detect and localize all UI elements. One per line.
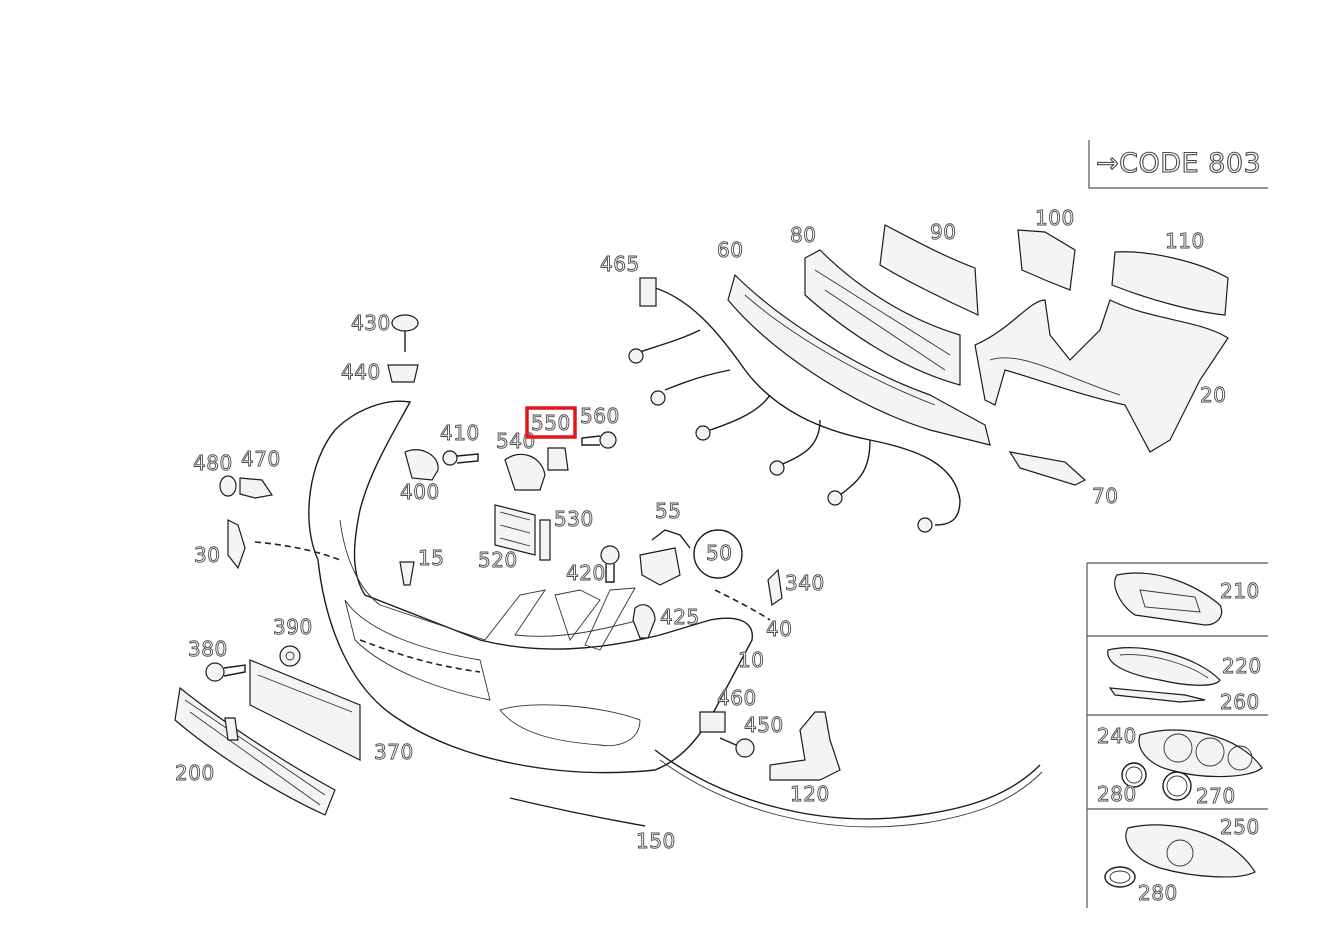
- part-280-ring-b: [1104, 866, 1136, 888]
- highlight-box-550: [525, 406, 577, 439]
- part-530-bracket: [539, 519, 551, 561]
- label-20[interactable]: 20: [1200, 383, 1227, 408]
- label-470[interactable]: 470: [241, 447, 281, 472]
- part-430-screw: [391, 314, 419, 352]
- part-55-bracket: [651, 529, 691, 549]
- part-100-bracket: [1017, 229, 1076, 291]
- label-220[interactable]: 220: [1222, 654, 1262, 679]
- label-40[interactable]: 40: [766, 617, 793, 642]
- part-270-ring: [1162, 771, 1192, 801]
- label-440[interactable]: 440: [341, 360, 381, 385]
- label-100[interactable]: 100: [1035, 206, 1075, 231]
- label-560[interactable]: 560: [580, 404, 620, 429]
- label-210[interactable]: 210: [1220, 579, 1260, 604]
- label-120[interactable]: 120: [790, 782, 830, 807]
- label-200[interactable]: 200: [175, 761, 215, 786]
- label-15[interactable]: 15: [418, 546, 445, 571]
- part-120-molding: [654, 749, 1043, 828]
- part-220-grille: [1107, 647, 1221, 686]
- part-425-clip: [632, 604, 656, 639]
- label-460[interactable]: 460: [717, 686, 757, 711]
- part-340-clip: [767, 568, 783, 607]
- part-50-bracket: [639, 547, 681, 586]
- label-150[interactable]: 150: [636, 829, 676, 854]
- part-410-bolt: [442, 450, 479, 466]
- label-430[interactable]: 430: [351, 311, 391, 336]
- part-520-module: [494, 504, 536, 556]
- code-803-label: →CODE 803: [1096, 148, 1261, 179]
- part-150-trim-strip: [509, 797, 646, 827]
- part-540-sensor: [504, 453, 546, 491]
- label-420[interactable]: 420: [566, 561, 606, 586]
- part-30-bracket: [227, 519, 246, 570]
- part-390-nut: [279, 645, 301, 667]
- part-450-bolt: [719, 737, 755, 758]
- part-480-grommet: [219, 475, 237, 497]
- part-460-clip: [699, 711, 726, 733]
- part-470-sensor: [239, 477, 274, 499]
- label-480[interactable]: 480: [193, 451, 233, 476]
- part-250-grille: [1125, 824, 1256, 878]
- label-410[interactable]: 410: [440, 421, 480, 446]
- part-210-fog-cover: [1114, 572, 1223, 626]
- part-120-bracket: [769, 711, 841, 781]
- part-380-bolt: [205, 662, 246, 682]
- part-15-clip: [399, 561, 415, 586]
- variant-panels: [1086, 562, 1268, 908]
- label-50[interactable]: 50: [706, 541, 733, 566]
- label-380[interactable]: 380: [188, 637, 228, 662]
- label-60[interactable]: 60: [717, 238, 744, 263]
- part-440-clip: [387, 364, 419, 383]
- label-520[interactable]: 520: [478, 548, 518, 573]
- part-240-housing: [1138, 729, 1263, 778]
- part-70-bracket: [1008, 451, 1087, 486]
- part-50-callout-circle: [693, 529, 743, 579]
- part-280-ring-a: [1121, 762, 1147, 788]
- part-465-wiring-harness: [628, 277, 961, 533]
- label-80[interactable]: 80: [790, 223, 817, 248]
- label-110[interactable]: 110: [1165, 229, 1205, 254]
- label-450[interactable]: 450: [744, 713, 784, 738]
- label-425[interactable]: 425: [660, 605, 700, 630]
- label-530[interactable]: 530: [554, 507, 594, 532]
- part-40-trim: [254, 541, 771, 621]
- label-30[interactable]: 30: [194, 543, 221, 568]
- part-80-carrier: [804, 249, 961, 386]
- label-240[interactable]: 240: [1097, 724, 1137, 749]
- part-550-clip: [547, 447, 569, 471]
- label-260[interactable]: 260: [1220, 690, 1260, 715]
- part-560-bolt: [581, 431, 617, 449]
- part-260-strip: [1108, 687, 1206, 703]
- label-10[interactable]: 10: [738, 648, 765, 673]
- label-70[interactable]: 70: [1092, 484, 1119, 509]
- part-10-bumper-cover: [308, 400, 753, 774]
- label-280-a[interactable]: 280: [1097, 782, 1137, 807]
- label-90[interactable]: 90: [930, 220, 957, 245]
- label-280-b[interactable]: 280: [1138, 881, 1178, 906]
- label-400[interactable]: 400: [400, 480, 440, 505]
- part-labels: 10 15 20 30 40 50 55 60 70 80 90 100 110…: [175, 206, 1262, 906]
- part-110-absorber: [1111, 251, 1229, 316]
- part-20-crossmember: [974, 299, 1229, 453]
- part-200-lower-grille: [174, 686, 336, 816]
- part-370-plate-base: [249, 659, 361, 761]
- code-803-box: →CODE 803: [1088, 140, 1268, 189]
- part-420-bolt: [600, 545, 620, 583]
- part-90-bracket: [879, 224, 979, 316]
- label-370[interactable]: 370: [374, 740, 414, 765]
- label-540[interactable]: 540: [496, 429, 536, 454]
- label-250[interactable]: 250: [1220, 815, 1260, 840]
- label-465[interactable]: 465: [600, 252, 640, 277]
- label-340[interactable]: 340: [785, 571, 825, 596]
- label-390[interactable]: 390: [273, 615, 313, 640]
- part-60-absorber: [727, 273, 991, 446]
- part-400-sensor: [404, 449, 439, 481]
- label-550[interactable]: 550: [531, 411, 571, 436]
- label-55[interactable]: 55: [655, 499, 682, 524]
- label-270[interactable]: 270: [1196, 784, 1236, 809]
